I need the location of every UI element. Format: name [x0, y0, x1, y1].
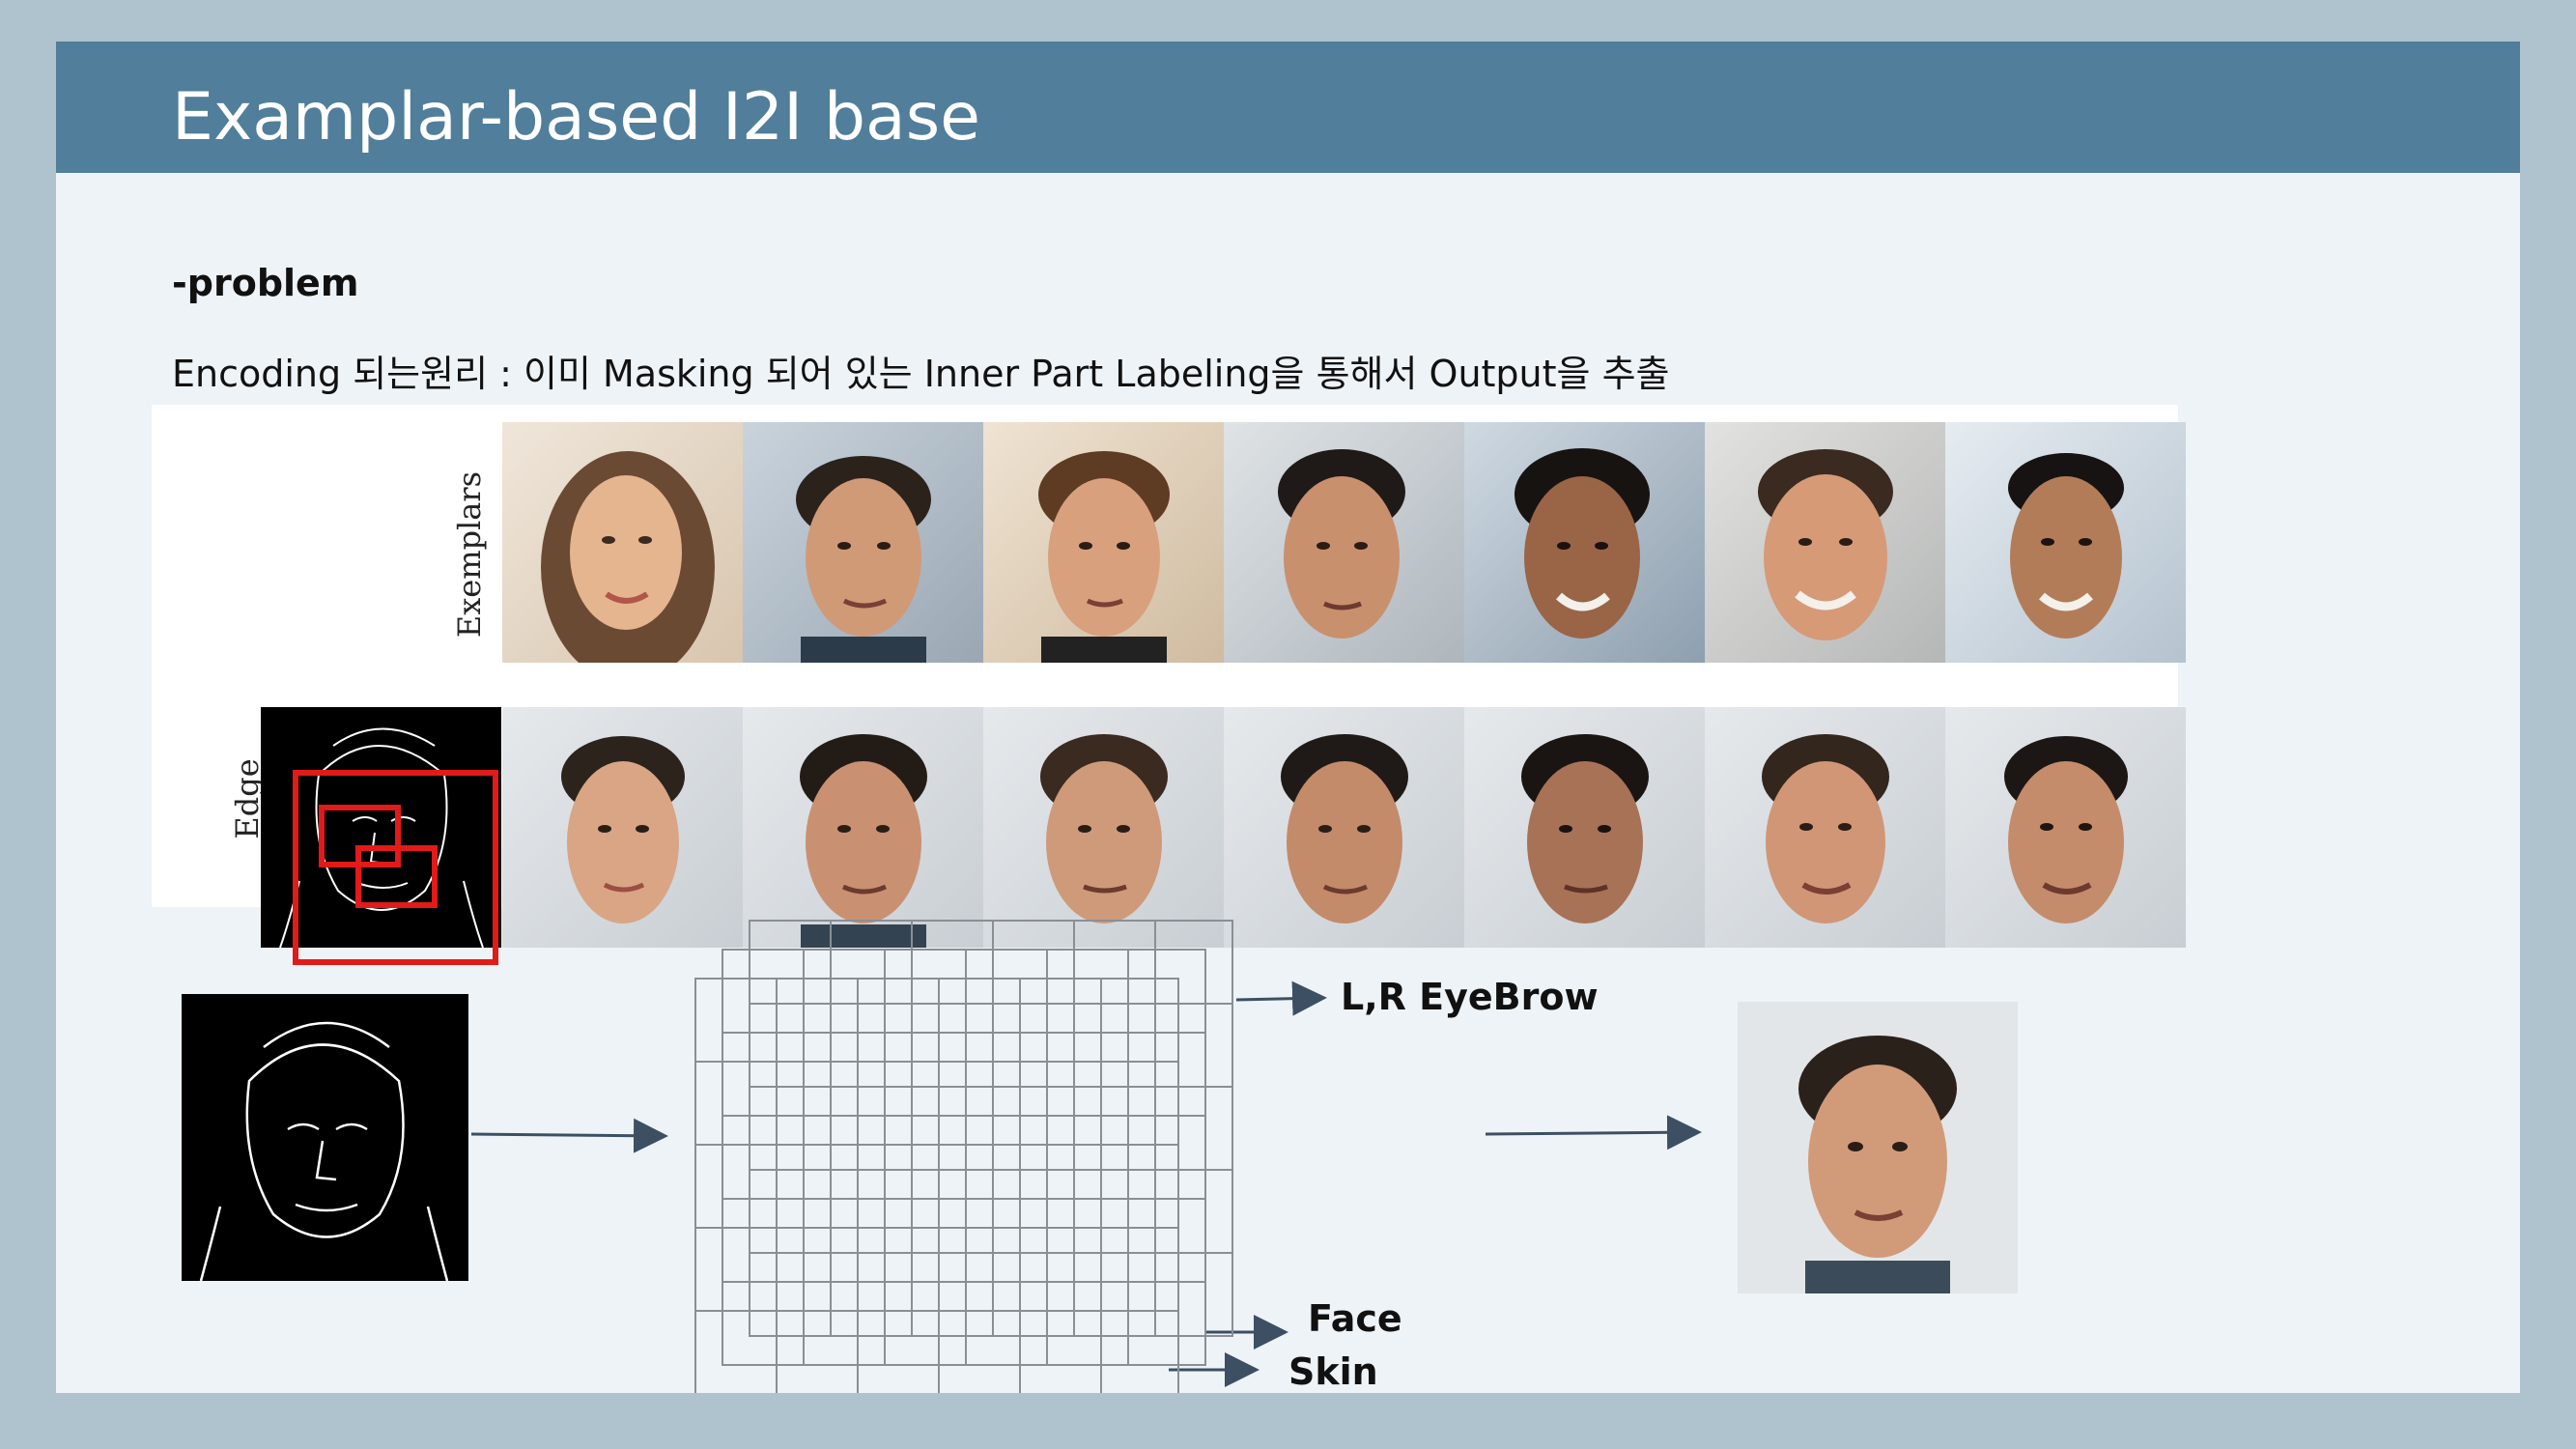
- label-skin: Skin: [1288, 1350, 1378, 1393]
- output-image: [1224, 707, 1464, 948]
- output-image: [1945, 707, 2186, 948]
- output-face-image: [1738, 1002, 2018, 1293]
- exemplar-image: [743, 422, 983, 663]
- feature-grid-mesh: [694, 920, 1233, 1393]
- edge-map-thumbnail: [182, 994, 468, 1281]
- mouth-region-box: [355, 845, 438, 908]
- exemplar-image: [983, 422, 1224, 663]
- output-image: [1464, 707, 1705, 948]
- slide: Examplar-based I2I base -problem Encodin…: [56, 42, 2520, 1393]
- output-image: [983, 707, 1224, 948]
- exemplar-figure: Exemplars Edge: [152, 405, 2186, 965]
- eyebrow-arrow: [1235, 980, 1327, 1016]
- label-eyebrow: L,R EyeBrow: [1341, 976, 1599, 1018]
- row-label-exemplars: Exemplars: [451, 470, 488, 639]
- problem-heading: -problem: [172, 262, 359, 304]
- output-image: [1705, 707, 1945, 948]
- title-bar: Examplar-based I2I base: [56, 42, 2520, 173]
- exemplar-image: [1945, 422, 2186, 663]
- encoding-description: Encoding 되는원리 : 이미 Masking 되어 있는 Inner P…: [172, 353, 1670, 395]
- exemplar-image: [502, 422, 743, 663]
- slide-title: Examplar-based I2I base: [172, 79, 980, 156]
- output-image: [502, 707, 743, 948]
- exemplar-image: [1224, 422, 1464, 663]
- output-image: [743, 707, 983, 948]
- exemplar-image: [1705, 422, 1945, 663]
- input-arrow: [470, 1118, 668, 1153]
- output-arrow: [1485, 1115, 1702, 1151]
- label-face: Face: [1308, 1297, 1402, 1340]
- exemplar-image: [1464, 422, 1705, 663]
- face-region-box: [293, 770, 498, 965]
